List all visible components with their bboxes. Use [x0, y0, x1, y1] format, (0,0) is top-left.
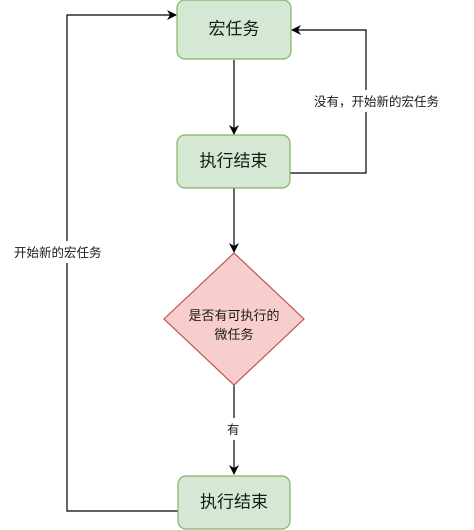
edge-label-start-new-macro: 开始新的宏任务: [14, 245, 102, 260]
edge-label-bg-start-new-macro: [12, 241, 124, 263]
node-decision: 是否有可执行的 微任务: [163, 252, 305, 386]
edge-label-no-new-macro: 没有，开始新的宏任务: [314, 94, 439, 109]
edge-label-bg-no-new-macro: [312, 90, 452, 112]
node-decision-label-line2: 微任务: [214, 327, 253, 343]
edge-label-bg-has-micro: [222, 418, 246, 440]
node-exec-end-2-label: 执行结束: [200, 493, 268, 513]
edge-label-has-micro: 有: [227, 422, 240, 437]
node-decision-label-line1: 是否有可执行的: [188, 308, 279, 324]
node-macro-task-label: 宏任务: [209, 20, 260, 40]
node-macro-task: 宏任务: [176, 0, 292, 60]
node-exec-end-2: 执行结束: [177, 475, 291, 530]
node-exec-end-1: 执行结束: [176, 134, 291, 189]
node-exec-end-1-label: 执行结束: [200, 152, 268, 172]
